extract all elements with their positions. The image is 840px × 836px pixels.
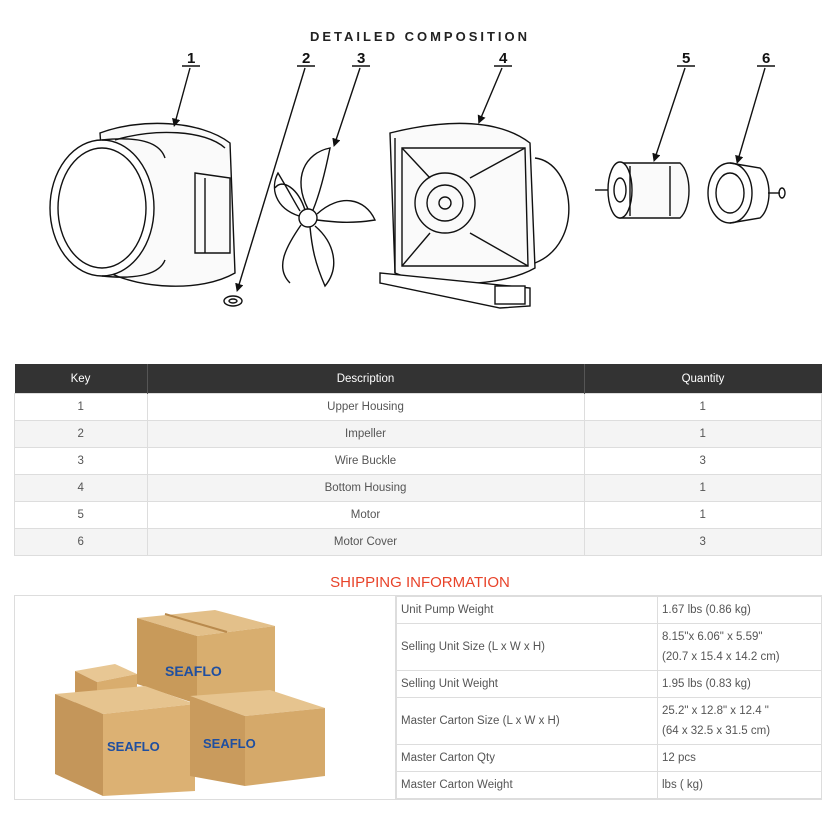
shipping-label: Selling Unit Weight bbox=[396, 670, 658, 698]
impeller-drawing bbox=[273, 147, 377, 288]
cell-quantity: 1 bbox=[583, 474, 822, 502]
shipping-value: 12 pcs bbox=[657, 744, 822, 772]
callout-6: 6 bbox=[762, 50, 770, 67]
brand-label-right: SEAFLO bbox=[203, 736, 256, 751]
composition-title: DETAILED COMPOSITION bbox=[309, 29, 531, 44]
cell-key: 2 bbox=[14, 420, 148, 448]
cell-key: 3 bbox=[14, 447, 148, 475]
wire-buckle-drawing bbox=[223, 295, 243, 307]
cell-description: Motor bbox=[146, 501, 585, 529]
cell-key: 5 bbox=[14, 501, 148, 529]
callout-5: 5 bbox=[682, 50, 690, 67]
cell-quantity: 1 bbox=[583, 420, 822, 448]
cell-description: Bottom Housing bbox=[146, 474, 585, 502]
header-key: Key bbox=[14, 364, 148, 394]
table-row: Unit Pump Weight 1.67 lbs (0.86 kg) bbox=[396, 596, 822, 624]
shipping-panel: SEAFLO SEAFLO SEAFLO Unit Pump Weight 1.… bbox=[14, 595, 822, 800]
shipping-title: SHIPPING INFORMATION bbox=[330, 574, 510, 591]
callout-2: 2 bbox=[302, 50, 310, 67]
shipping-value: 1.67 lbs (0.86 kg) bbox=[657, 596, 822, 624]
cell-description: Upper Housing bbox=[146, 393, 585, 421]
cell-description: Wire Buckle bbox=[146, 447, 585, 475]
parts-table: Key Description Quantity 1 Upper Housing… bbox=[14, 364, 822, 556]
table-row: 1 Upper Housing 1 bbox=[14, 393, 822, 421]
shipping-value: lbs ( kg) bbox=[657, 771, 822, 799]
cell-quantity: 1 bbox=[583, 393, 822, 421]
table-row: Selling Unit Weight 1.95 lbs (0.83 kg) bbox=[396, 670, 822, 698]
shipping-label: Master Carton Qty bbox=[396, 744, 658, 772]
table-row: Master Carton Qty 12 pcs bbox=[396, 744, 822, 772]
bottom-housing-drawing bbox=[379, 122, 570, 309]
shipping-label: Selling Unit Size (L x W x H) bbox=[396, 623, 658, 671]
table-row: 5 Motor 1 bbox=[14, 501, 822, 529]
motor-drawing bbox=[595, 161, 690, 219]
shipping-value: 1.95 lbs (0.83 kg) bbox=[657, 670, 822, 698]
brand-label-top: SEAFLO bbox=[165, 663, 222, 679]
table-row: Master Carton Size (L x W x H) 25.2" x 1… bbox=[396, 697, 822, 745]
header-description: Description bbox=[147, 364, 585, 394]
brand-label-left: SEAFLO bbox=[107, 739, 160, 754]
parts-table-header: Key Description Quantity bbox=[14, 364, 822, 394]
cell-description: Impeller bbox=[146, 420, 585, 448]
callout-1: 1 bbox=[187, 50, 195, 67]
motor-cover-drawing bbox=[707, 162, 786, 224]
cell-key: 1 bbox=[14, 393, 148, 421]
callout-4: 4 bbox=[499, 50, 508, 67]
shipping-label: Unit Pump Weight bbox=[396, 596, 658, 624]
table-row: Selling Unit Size (L x W x H) 8.15"x 6.0… bbox=[396, 623, 822, 671]
table-row: 4 Bottom Housing 1 bbox=[14, 474, 822, 502]
cell-quantity: 3 bbox=[583, 528, 822, 556]
shipping-label: Master Carton Size (L x W x H) bbox=[396, 697, 658, 745]
cell-quantity: 3 bbox=[583, 447, 822, 475]
table-row: 6 Motor Cover 3 bbox=[14, 528, 822, 556]
cell-key: 6 bbox=[14, 528, 148, 556]
upper-housing-drawing bbox=[49, 122, 236, 287]
callout-3: 3 bbox=[357, 50, 365, 67]
table-row: Master Carton Weight lbs ( kg) bbox=[396, 771, 822, 799]
table-row: 2 Impeller 1 bbox=[14, 420, 822, 448]
carton-front-right bbox=[190, 690, 325, 786]
header-quantity: Quantity bbox=[584, 364, 822, 394]
carton-front-left bbox=[55, 686, 195, 796]
shipping-table: Unit Pump Weight 1.67 lbs (0.86 kg) Sell… bbox=[396, 596, 822, 799]
table-row: 3 Wire Buckle 3 bbox=[14, 447, 822, 475]
shipping-value: 8.15"x 6.06" x 5.59"(20.7 x 15.4 x 14.2 … bbox=[657, 623, 822, 671]
shipping-value: 25.2" x 12.8" x 12.4 "(64 x 32.5 x 31.5 … bbox=[657, 697, 822, 745]
carton-top bbox=[137, 610, 275, 704]
cell-quantity: 1 bbox=[583, 501, 822, 529]
shipping-label: Master Carton Weight bbox=[396, 771, 658, 799]
exploded-view-diagram: 1 2 3 4 5 6 bbox=[49, 50, 786, 309]
cell-key: 4 bbox=[14, 474, 148, 502]
cell-description: Motor Cover bbox=[146, 528, 585, 556]
shipping-boxes-image: SEAFLO SEAFLO SEAFLO bbox=[15, 596, 396, 799]
